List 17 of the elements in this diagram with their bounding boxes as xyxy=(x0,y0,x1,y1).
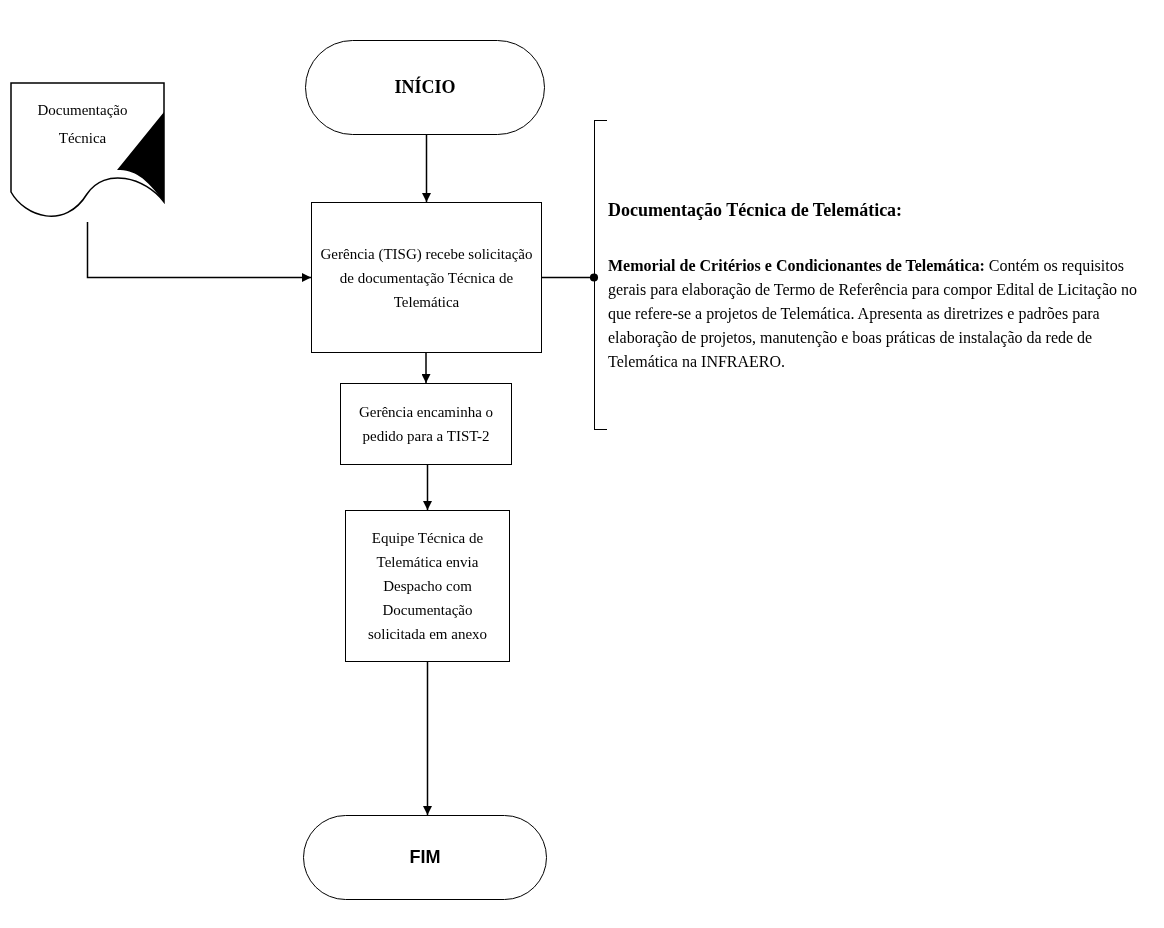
annotation-heading: Documentação Técnica de Telemática: xyxy=(608,199,904,222)
process-box xyxy=(311,202,542,353)
arrow xyxy=(423,661,432,816)
process-box xyxy=(340,383,512,465)
process-box xyxy=(345,510,510,662)
arrow xyxy=(421,352,431,384)
process-label: Gerência (TISG) recebe solicitação de documentação Técnica de Telemática xyxy=(319,244,534,312)
arrow xyxy=(423,464,432,511)
arrow xyxy=(86,221,312,282)
terminal-label: FIM xyxy=(409,846,441,869)
terminal-label: INÍCIO xyxy=(394,75,456,99)
process-label: Equipe Técnica de Telemática envia Despacho com Documentação solicitada em anexo xyxy=(366,529,489,644)
document-label: Documentação Técnica xyxy=(36,101,129,148)
process-label: Gerência encaminha o pedido para a TIST-2 xyxy=(357,403,495,446)
arrow xyxy=(422,134,431,203)
annotation-text: Memorial de Critérios e Condicionantes de Telemática: Contém os requisitos gerais para elaboração de Termo de Referência para compor Edital de Licitação no que refere-se a projetos de Telemática. Apresenta as diretrizes e padrões para elaboração de projetos, manutenção e boas práticas de instalação da rede de Telemática na INFRAERO. xyxy=(608,256,1138,372)
annotation-bracket xyxy=(594,120,1159,430)
